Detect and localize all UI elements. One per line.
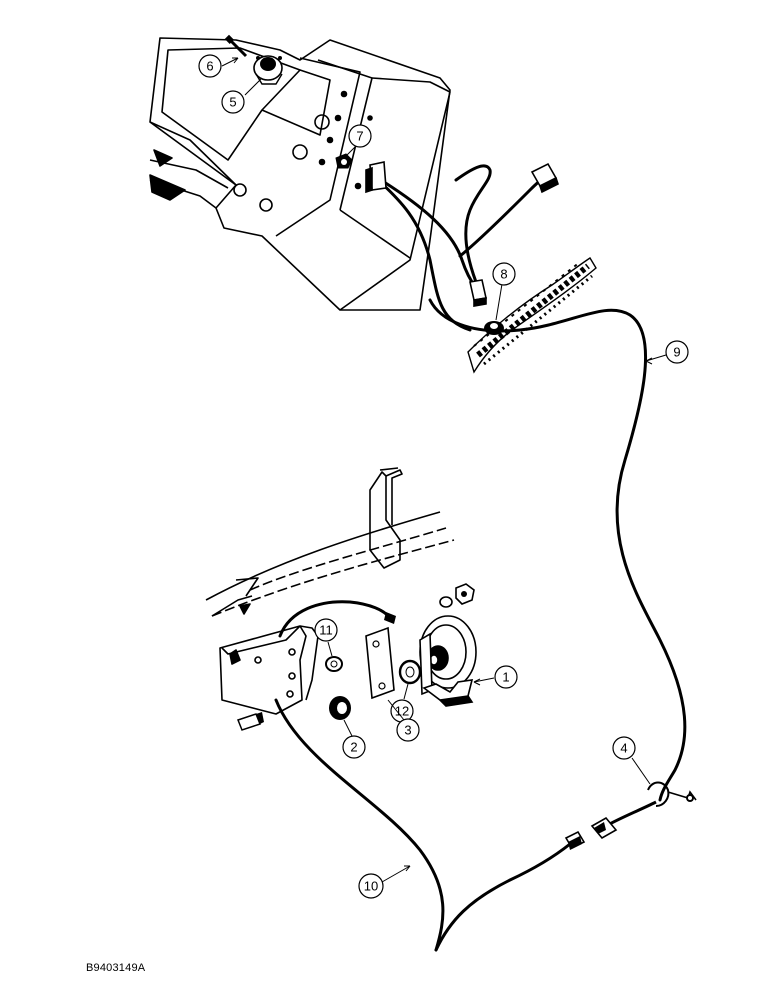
washer-part-12	[398, 659, 422, 685]
callout-2-label: 2	[350, 740, 357, 755]
callout-1-label: 1	[502, 670, 509, 685]
callout-1: 1	[473, 665, 518, 689]
callout-8: 8	[492, 262, 516, 321]
callout-10: 10	[358, 865, 411, 899]
callout-11: 11	[314, 618, 338, 657]
callout-4: 4	[612, 736, 651, 785]
figure-id: B9403149A	[86, 962, 146, 974]
plate-part-3	[365, 626, 395, 700]
wire-bracket	[365, 161, 387, 194]
switch-part-5	[253, 55, 283, 85]
upper-panel-assembly	[149, 37, 451, 311]
washer-part-11	[325, 656, 343, 672]
grommet-part-8	[484, 321, 504, 335]
main-harness-10	[274, 698, 572, 952]
callout-12: 12	[390, 683, 414, 723]
callout-11-label: 11	[319, 623, 333, 638]
nut-part-7	[335, 153, 353, 169]
callout-10-label: 10	[364, 879, 378, 894]
callout-6-label: 6	[206, 59, 213, 74]
screw-part-6	[224, 34, 248, 58]
callout-5-label: 5	[229, 95, 236, 110]
callout-9-label: 9	[673, 345, 680, 360]
main-harness-9	[428, 298, 687, 802]
callout-3: 3	[387, 699, 420, 742]
callout-9: 9	[645, 340, 689, 365]
callout-12-label: 12	[395, 704, 409, 719]
upper-wire-harness	[376, 164, 546, 332]
horn-lead-wire	[278, 600, 392, 638]
lower-connector-pair	[564, 800, 657, 850]
nut-stack	[439, 583, 475, 608]
clip-part-4	[647, 781, 697, 807]
callout-6: 6	[198, 54, 239, 78]
callout-7: 7	[345, 124, 372, 157]
horn-lead-terminal	[384, 612, 396, 624]
callout-2: 2	[342, 719, 366, 759]
lockwasher-part-2	[329, 696, 351, 720]
chassis-rail	[467, 257, 597, 374]
callout-5: 5	[221, 77, 263, 114]
callout-8-label: 8	[500, 267, 507, 282]
connector-plug-upper-right	[530, 162, 559, 194]
callout-4-label: 4	[620, 741, 627, 756]
bolt-lower-left	[237, 712, 264, 731]
callout-7-label: 7	[356, 129, 363, 144]
connector-plug-upper-center	[469, 279, 487, 307]
horn-part-1	[419, 615, 477, 707]
callout-3-label: 3	[404, 723, 411, 738]
